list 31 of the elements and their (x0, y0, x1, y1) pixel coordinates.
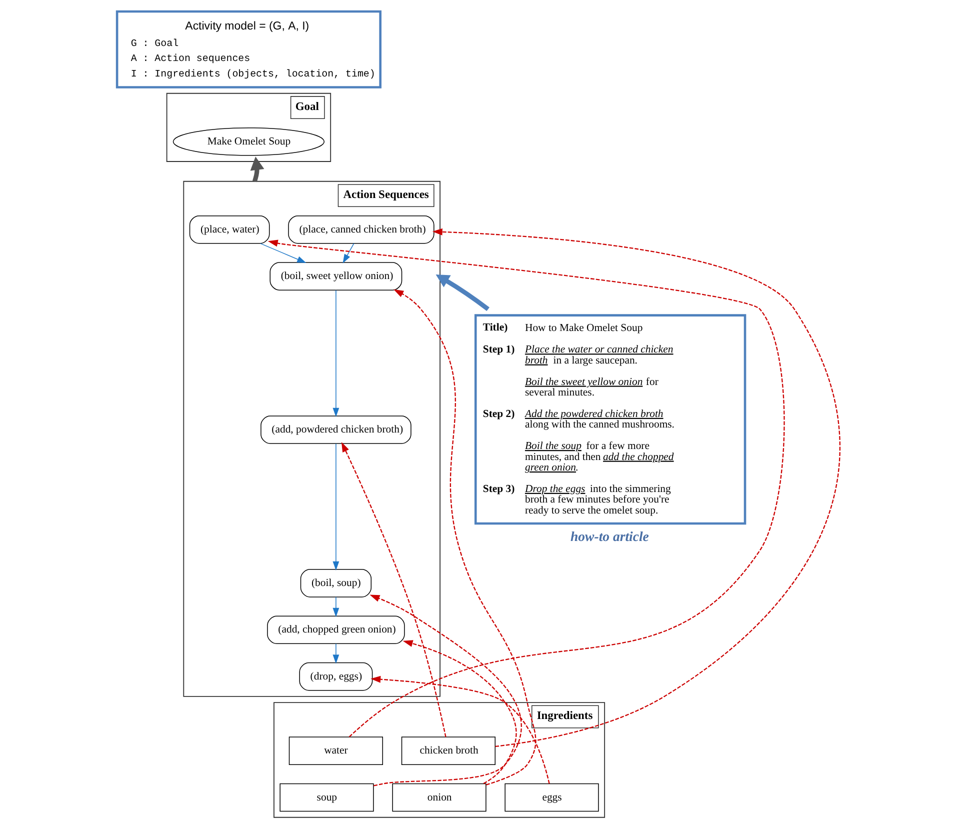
node-box: (boil, soup) (300, 569, 372, 598)
arrow (370, 676, 550, 784)
node-box: soup (279, 783, 374, 812)
arrow (393, 289, 536, 786)
arrow (342, 243, 354, 264)
node-box: eggs (504, 783, 598, 812)
node-box: Activity model = (G, A, I) G : Goal A : Action sequences I : Ingredients (objects, location, time) (115, 10, 381, 88)
node-box: (add, powdered chicken broth) (260, 416, 411, 444)
node-box: Title) How to Make Omelet Soup Step 1) Place the water or canned chicken broth in a large saucepan. Boil the sweet yellow onion for several minutes. Step 2) Add the powdered chicken broth along with the canned mushrooms. Boil the soup for a few more minutes, and then add the chopped green onion. Step 3) Drop the eggs into the simmering broth a few minutes before you're ready to serve the omelet soup. (474, 314, 746, 525)
node-box: (add, chopped green onion) (266, 616, 404, 644)
arrow (435, 274, 489, 312)
arrow (432, 228, 840, 748)
arrow (332, 596, 339, 618)
node-box: onion (392, 783, 486, 812)
node-ellipse: Make Omelet Soup (172, 127, 324, 156)
node-box: water (288, 736, 383, 765)
arrow (369, 594, 522, 786)
arrow (332, 443, 339, 570)
arrow (267, 240, 784, 738)
node-box: (place, water) (188, 215, 270, 244)
arrow (250, 156, 264, 182)
node-box: chicken broth (400, 736, 496, 765)
arrow (402, 640, 516, 784)
node-box: (boil, sweet yellow onion) (269, 262, 402, 290)
arrow (259, 243, 306, 263)
arrow (332, 643, 339, 664)
node-box: (place, canned chicken broth) (288, 215, 434, 244)
node-label: how-to article (570, 529, 648, 544)
arrow (340, 442, 446, 738)
node-box: (drop, eggs) (298, 662, 372, 691)
arrow (332, 290, 339, 418)
